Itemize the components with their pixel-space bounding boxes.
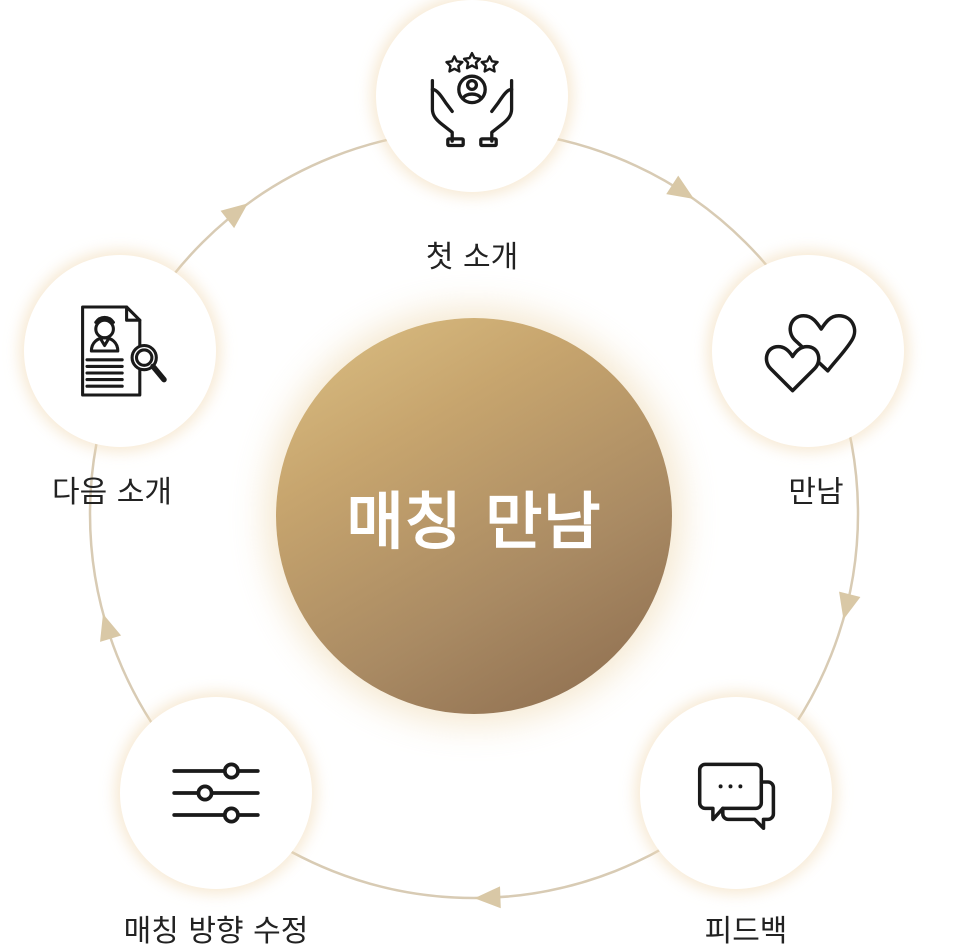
node-label-feedback: 피드백 bbox=[704, 914, 788, 949]
profile-document-magnifier-icon bbox=[81, 305, 167, 397]
node-adjust bbox=[120, 697, 312, 889]
node-label-next-intro: 다음 소개 bbox=[52, 475, 172, 510]
node-label-first-intro: 첫 소개 bbox=[425, 240, 519, 275]
flow-arrow bbox=[839, 591, 861, 620]
center-title: 매칭 만남 bbox=[346, 485, 602, 558]
hands-with-person-and-stars-icon bbox=[430, 51, 514, 148]
node-next-intro bbox=[24, 255, 216, 447]
node-label-adjust: 매칭 방향 수정 bbox=[123, 914, 309, 949]
flow-arrow bbox=[474, 886, 501, 909]
sliders-icon bbox=[172, 762, 260, 824]
two-hearts-icon bbox=[764, 314, 857, 393]
flow-arrow bbox=[666, 175, 695, 200]
center-hub: 매칭 만남 bbox=[276, 318, 672, 714]
chat-bubbles-icon bbox=[697, 762, 776, 830]
node-first-intro bbox=[376, 0, 568, 192]
node-meeting bbox=[712, 255, 904, 447]
node-feedback bbox=[640, 697, 832, 889]
flow-arrow bbox=[100, 613, 122, 642]
flow-arrow bbox=[220, 203, 248, 229]
node-label-meeting: 만남 bbox=[788, 475, 844, 510]
